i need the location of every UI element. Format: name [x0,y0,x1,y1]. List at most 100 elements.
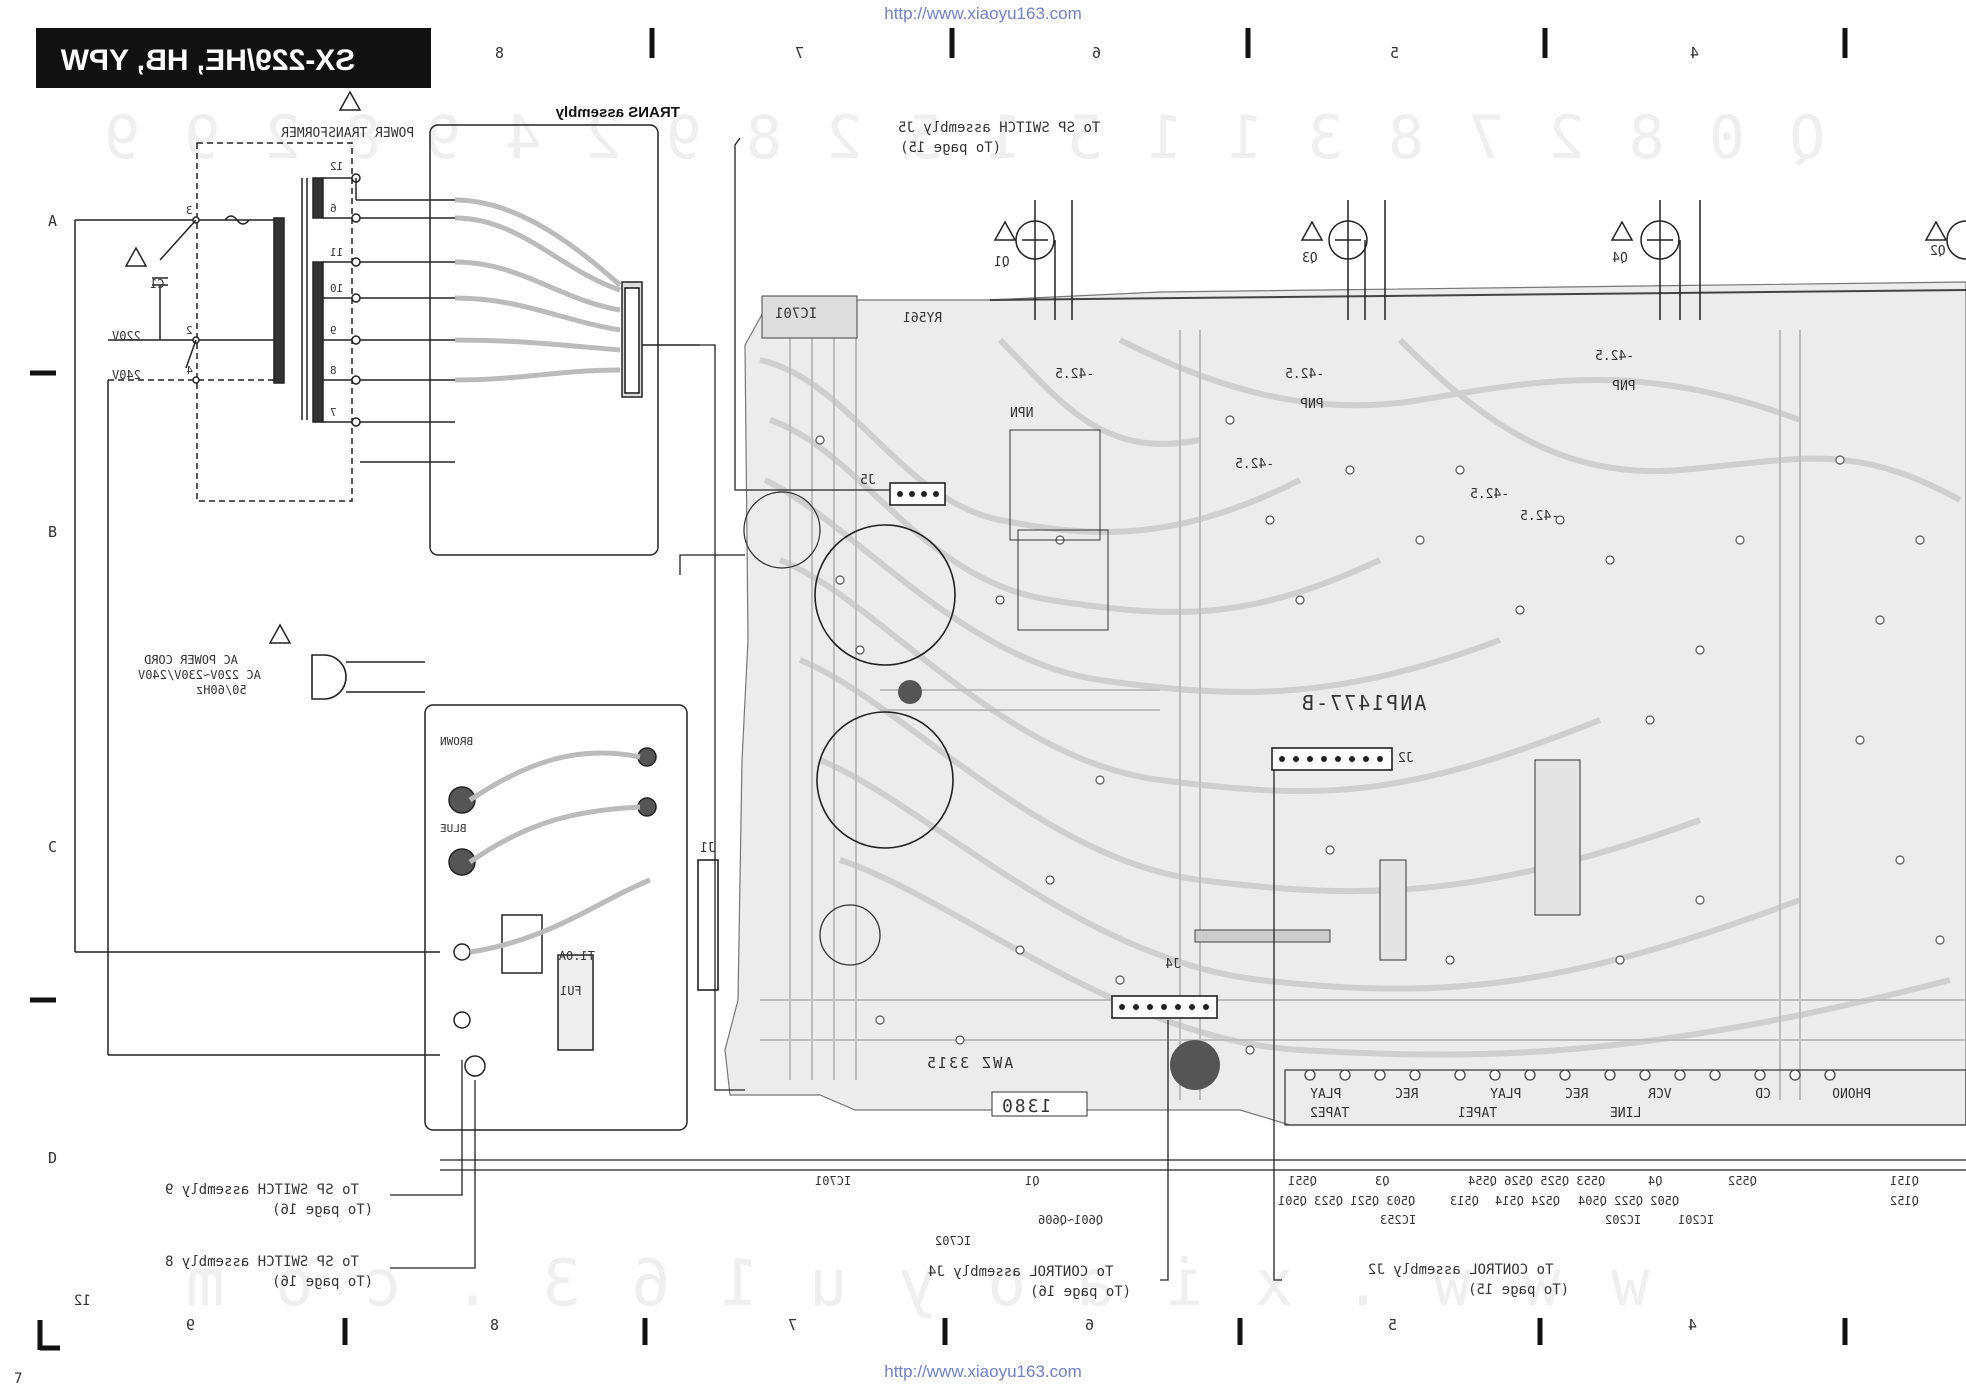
part-ref-row2: Q601~Q606 Q503 Q521 Q523 Q501 Q513 Q524 … [1038,1194,1919,1227]
part-ref-row3: IC702 IC253 IC202 IC201 [935,1213,1714,1248]
ref2-1: Q503 Q521 Q523 Q501 [1278,1194,1415,1208]
voltage-220: 220V [112,329,141,343]
power-board [424,704,688,1131]
ic701-label: IC701 [775,306,817,322]
col-top-4: 4 [1690,44,1699,62]
ref2-0: Q601~Q606 [1038,1213,1103,1227]
voltage-425-e: -42.5 [1470,487,1509,502]
fuse-fu1: FU1 [560,984,582,998]
top-ref-line1: To SP SWITCH assembly J5 [898,120,1100,136]
pin-2: 2 [186,324,193,337]
ref-sp-8-line2: (To page 16) [272,1274,373,1290]
top-ref-line2: (To page 15) [900,140,1001,156]
ref1-4: Q553 Q525 Q526 Q554 [1468,1174,1605,1188]
col-top-1: 7 [795,44,804,62]
ref3-3: IC201 [1678,1213,1714,1227]
title-block [36,28,431,88]
watermark-letters: w w w . x i a o y u 1 6 3 . c o m [180,1247,1650,1321]
ref2-2: Q513 [1450,1194,1479,1208]
input-phono: PHONO [1832,1087,1871,1102]
awz-code: AWZ 3315 [925,1054,1013,1072]
input-play-2: PLAY [1310,1087,1341,1102]
transistor-q2: Q2 [1930,244,1946,259]
group-line: LINE [1610,1106,1641,1121]
part-ref-row1: IC701 Q1 Q551 Q3 Q553 Q525 Q526 Q554 Q4 … [815,1174,1919,1188]
voltage-425-b: -42.5 [1285,367,1324,382]
cap-c1: C1 [150,277,164,291]
ref-sp-9-line1: To SP SWITCH assembly 9 [165,1182,359,1198]
col-top-3: 5 [1390,44,1399,62]
row-c: C [48,838,57,856]
watermark-url-bottom[interactable]: http://www.xiaoyu163.com [884,1362,1082,1381]
wire-brown: BROWN [440,735,473,748]
transistor-labels: Q1 Q3 Q4 Q2 [994,244,1946,270]
j2-label: J2 [1398,751,1414,766]
transistor-q3: Q3 [1302,251,1318,266]
frame-ticks [30,28,1848,1351]
ref-control-j4-line1: To CONTROL assembly J4 [928,1264,1113,1280]
page-number-7: 7 [14,1371,22,1385]
pin-6: 6 [330,202,337,215]
ref2-5: Q152 [1890,1194,1919,1208]
ref1-2: Q551 [1288,1174,1317,1188]
ref1-6: Q552 [1728,1174,1757,1188]
j1-label: J1 [700,841,716,856]
col-bot-4: 5 [1388,1316,1397,1334]
col-top-2: 6 [1092,44,1101,62]
pin-9: 9 [330,324,337,337]
ref1-7: Q151 [1890,1174,1919,1188]
pin-8: 8 [330,364,337,377]
power-transistors [1015,200,1966,320]
column-numbers-top: 8 7 6 5 4 [495,44,1699,62]
ref1-5: Q4 [1648,1174,1662,1188]
voltage-425-c: -42.5 [1595,349,1634,364]
input-rec-2: REC [1395,1087,1418,1102]
transistor-q1: Q1 [994,255,1010,270]
voltage-425-d: -42.5 [1235,457,1274,472]
bottom-ref-lines [390,770,1966,1281]
model-title: SX-229/HE, HB, YPW [60,44,355,77]
j4-label: J4 [1165,957,1181,972]
watermark-url-top[interactable]: http://www.xiaoyu163.com [884,4,1082,23]
col-bot-3: 6 [1085,1316,1094,1334]
board-number: 1380 [1000,1096,1051,1117]
ref3-2: IC202 [1605,1213,1641,1227]
fuse-rating: T1.0A [558,949,595,963]
pnp-label: PNP [1300,397,1324,412]
ref1-3: Q3 [1375,1174,1389,1188]
voltage-425-f: -42.5 [1520,509,1559,524]
ref2-4: Q502 Q522 Q504 [1578,1194,1679,1208]
ac-cord-3: 50/60Hz [196,683,247,697]
input-jack-labels: PHONO CD VCR REC PLAY REC PLAY LINE TAPE… [1310,1087,1871,1121]
ref1-1: Q1 [1025,1174,1039,1188]
ac-cord-1: AC POWER CORD [144,653,238,667]
transformer-pins: 12 6 11 10 9 8 7 3 2 4 [186,160,343,419]
top-ref-lines [679,137,890,1091]
pin-7: 7 [330,406,337,419]
pin-3: 3 [186,204,193,217]
amp-board-code: ANP1477-B [1300,691,1426,715]
ref1-0: IC701 [815,1174,851,1188]
ref-control-j2-line2: (To page 15) [1468,1282,1569,1298]
trans-assembly-label: TRANS assembly [555,104,680,121]
power-transformer-label: POWER TRANSFORMER [281,126,414,141]
input-rec-1: REC [1565,1087,1588,1102]
ac-plug [311,654,425,700]
ref-control-j2-line1: To CONTROL assembly J2 [1368,1262,1553,1278]
wire-blue: BLUE [440,822,467,835]
row-letters: A B C D [48,212,57,1167]
pin-12: 12 [330,160,343,173]
row-d: D [48,1149,57,1167]
j5-label: J5 [860,473,876,488]
row-b: B [48,523,57,541]
page-number-12: 12 [74,1293,91,1309]
ref2-3: Q524 Q514 [1495,1194,1560,1208]
col-bot-1: 8 [490,1316,499,1334]
row-a: A [48,212,57,230]
npn-label: NPN [1010,406,1033,421]
ref3-0: IC702 [935,1234,971,1248]
input-play-1: PLAY [1490,1087,1521,1102]
watermark-digits: Q 0 8 2 7 8 3 1 1 5 1 5 2 8 9 2 4 9 8 2 … [100,103,1825,173]
power-transformer [74,90,1948,1056]
